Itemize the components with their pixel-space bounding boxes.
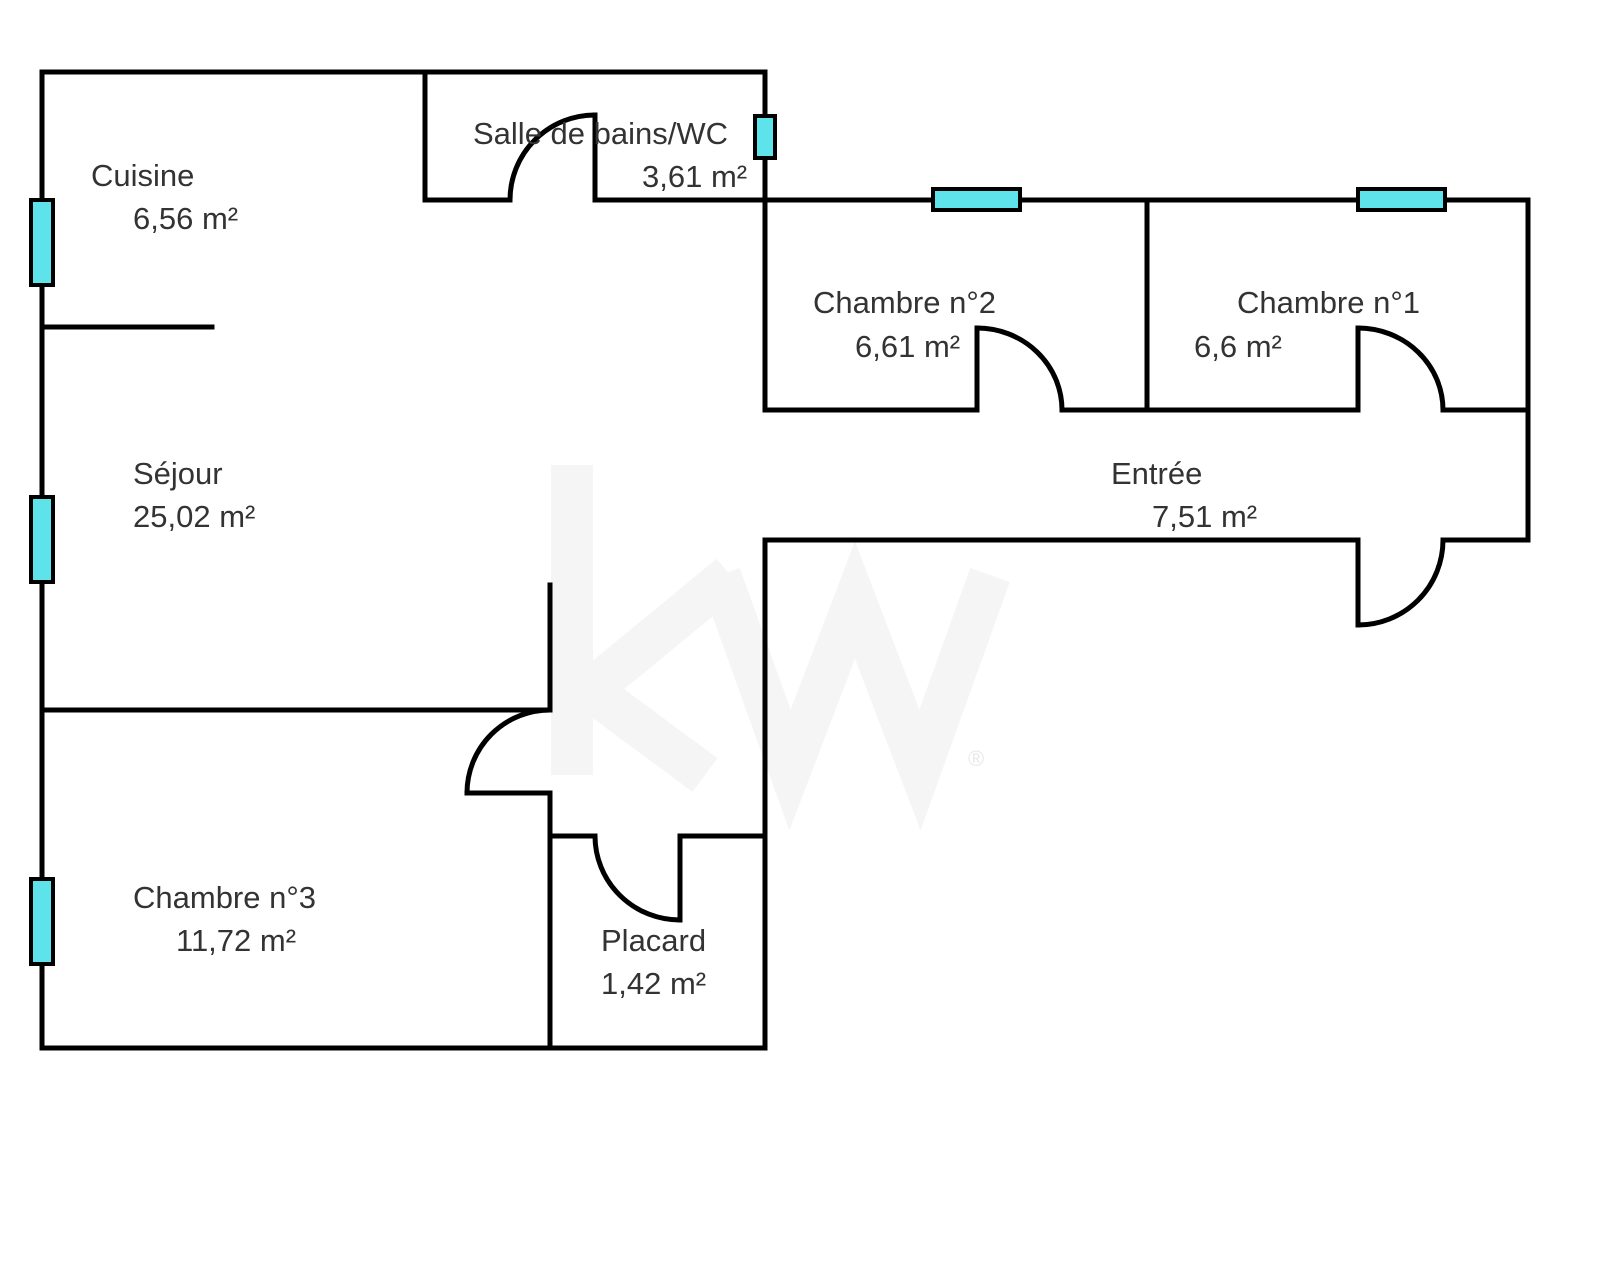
room-label-chambre-3: Chambre n°3 xyxy=(133,880,316,915)
door-arcs xyxy=(464,112,1446,923)
room-label-placard: Placard xyxy=(601,923,707,958)
room-label-cuisine: Cuisine xyxy=(91,158,195,193)
room-label-sejour: Séjour xyxy=(133,456,223,491)
windows xyxy=(29,114,1447,966)
room-label-salle-de-bains: Salle de bains/WC xyxy=(473,116,729,151)
kw-watermark-logo xyxy=(551,465,1010,831)
room-area-chambre-2: 6,61 m² xyxy=(855,329,961,364)
room-area-sejour: 25,02 m² xyxy=(133,499,256,534)
room-area-entree: 7,51 m² xyxy=(1152,499,1258,534)
room-label-entree: Entrée xyxy=(1111,456,1203,491)
room-label-chambre-2: Chambre n°2 xyxy=(813,285,996,320)
room-area-placard: 1,42 m² xyxy=(601,966,707,1001)
room-area-cuisine: 6,56 m² xyxy=(133,201,239,236)
room-area-chambre-3: 11,72 m² xyxy=(176,923,297,958)
room-area-chambre-1: 6,6 m² xyxy=(1194,329,1282,364)
room-label-chambre-1: Chambre n°1 xyxy=(1237,285,1420,320)
registered-mark: ® xyxy=(968,746,985,771)
room-area-salle-de-bains: 3,61 m² xyxy=(642,159,748,194)
